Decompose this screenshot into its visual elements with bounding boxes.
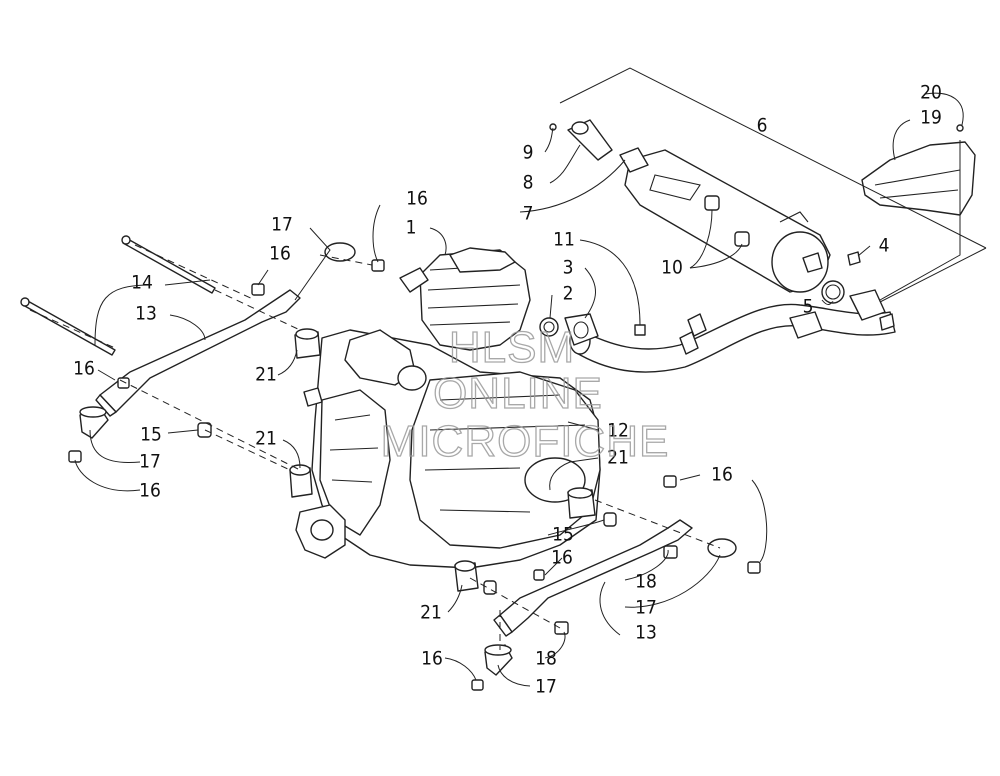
callout-16-lower-middle: 16	[551, 547, 573, 569]
exhaust-system	[539, 119, 976, 373]
mounting-hardware	[20, 235, 761, 691]
callout-3: 3	[563, 257, 574, 279]
watermark-line-3: MICROFICHE	[381, 417, 670, 466]
callout-21-right: 21	[607, 447, 629, 469]
callout-15-left: 15	[140, 424, 162, 446]
callout-21-middle: 21	[255, 428, 277, 450]
leader-lines	[29, 67, 987, 687]
callout-20: 20	[920, 82, 942, 104]
callout-17-right: 17	[635, 597, 657, 619]
watermark-line-2: ONLINE	[433, 369, 603, 418]
callout-18-right: 18	[635, 571, 657, 593]
callout-14: 14	[131, 272, 153, 294]
callout-19: 19	[920, 107, 942, 129]
callout-17-upper: 17	[271, 214, 293, 236]
callout-9: 9	[523, 142, 534, 164]
callout-11: 11	[553, 229, 575, 251]
callout-15-right: 15	[552, 524, 574, 546]
callout-7: 7	[523, 203, 534, 225]
callout-2: 2	[563, 283, 574, 305]
callout-12: 12	[607, 420, 629, 442]
callout-16-right: 16	[711, 464, 733, 486]
callout-17-bottom: 17	[535, 676, 557, 698]
engine-assembly	[295, 247, 601, 569]
callout-21-lower: 21	[420, 602, 442, 624]
callout-5: 5	[803, 296, 814, 318]
callout-6: 6	[757, 115, 768, 137]
callout-16-upper-left: 16	[269, 243, 291, 265]
callout-16-left: 16	[73, 358, 95, 380]
watermark: HLSM ONLINE MICROFICHE	[380, 322, 670, 466]
callout-13-left: 13	[135, 303, 157, 325]
callout-4: 4	[879, 235, 890, 257]
callout-17-left: 17	[139, 451, 161, 473]
callout-labels: 1 16 17 16 14 13 16 21 15 21 17 16 9 8 7…	[73, 82, 942, 698]
callout-16-lower-left: 16	[139, 480, 161, 502]
callout-18-lower: 18	[535, 648, 557, 670]
callout-13-right: 13	[635, 622, 657, 644]
callout-1: 1	[406, 217, 417, 239]
callout-16-engine: 16	[406, 188, 428, 210]
callout-10: 10	[661, 257, 683, 279]
callout-8: 8	[523, 172, 534, 194]
watermark-line-1: HLSM	[449, 323, 575, 372]
callout-16-bottom: 16	[421, 648, 443, 670]
callout-21-upper: 21	[255, 364, 277, 386]
